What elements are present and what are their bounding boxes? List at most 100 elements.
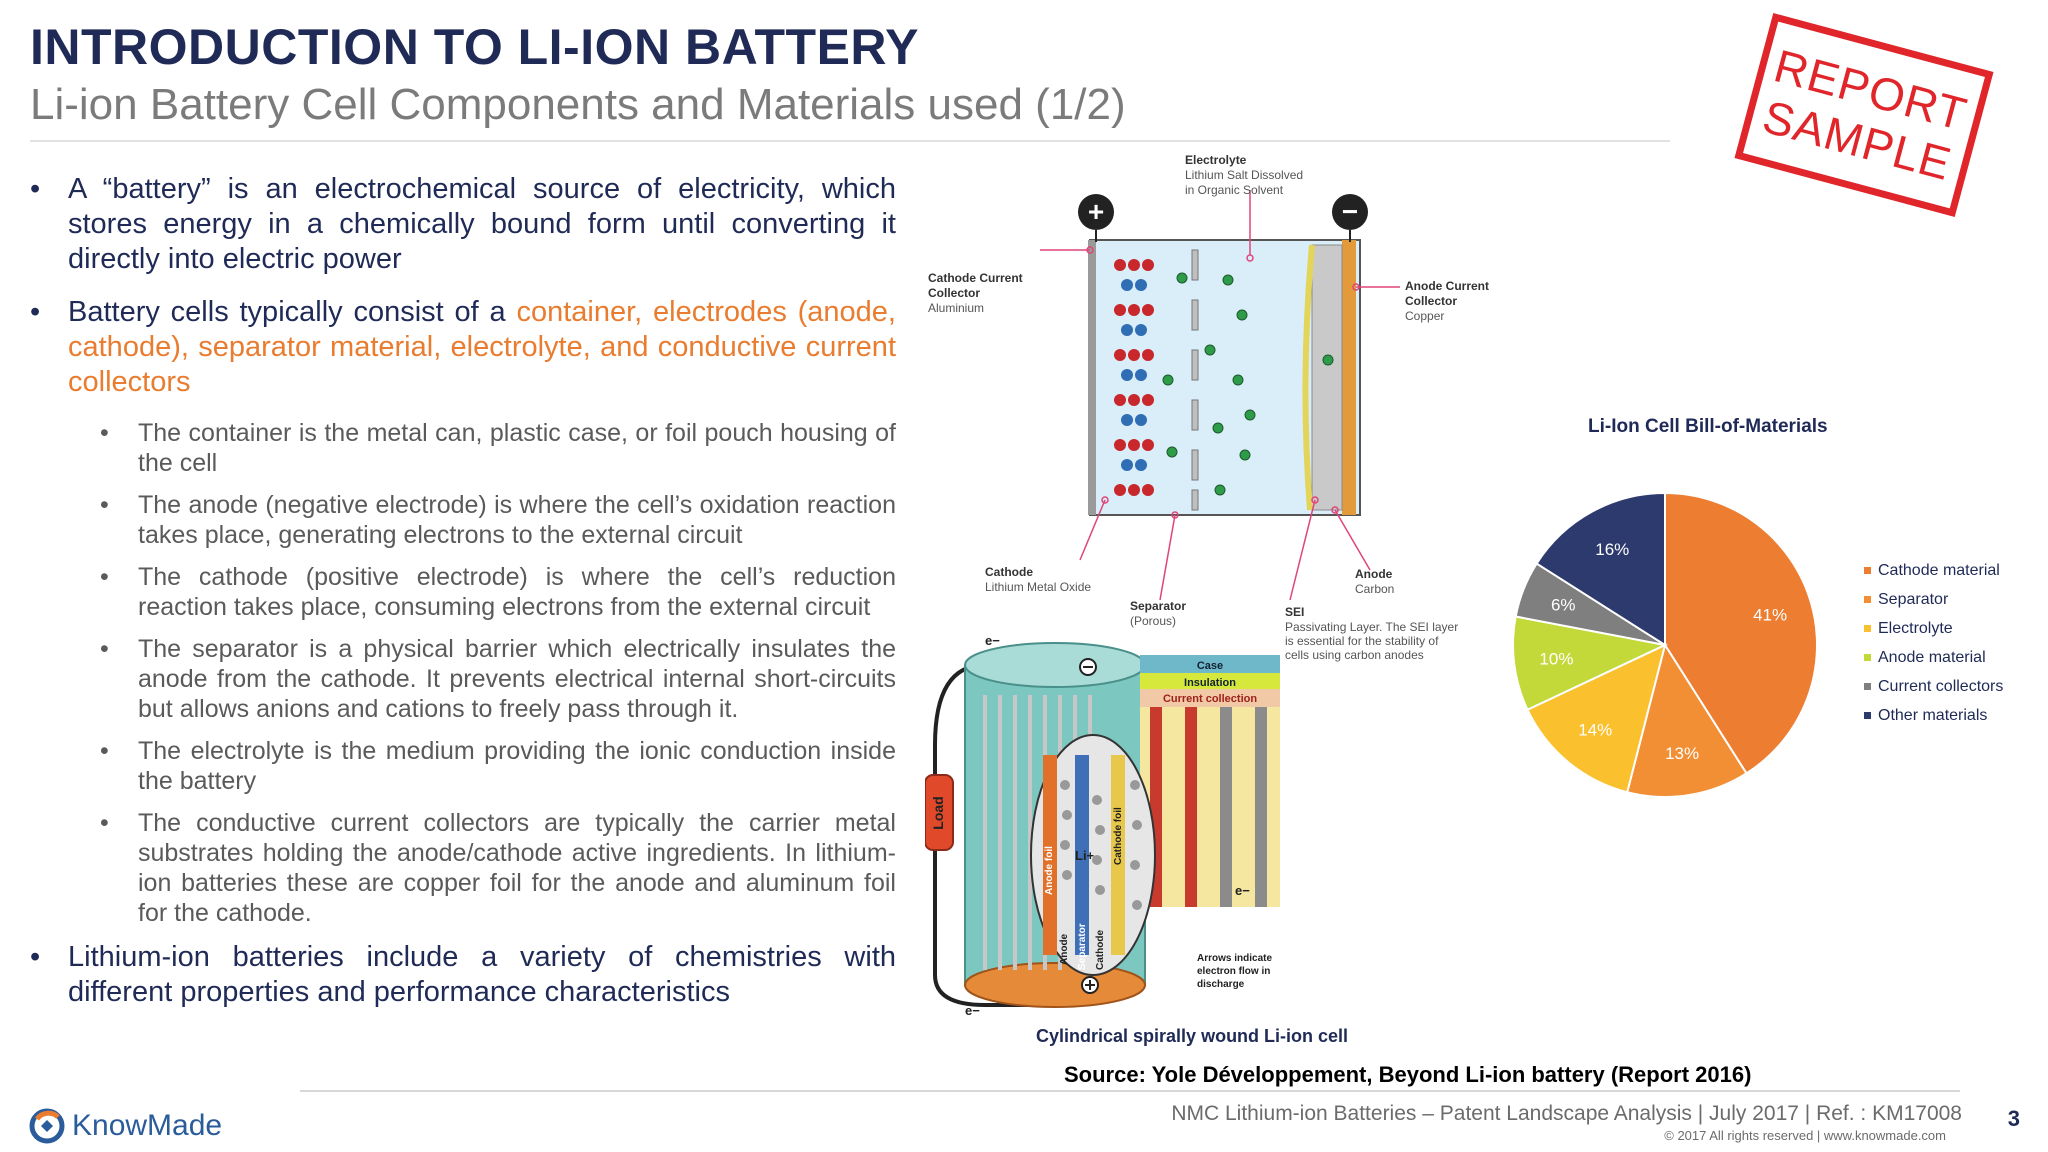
sub-bullet-dot-icon: • <box>100 808 138 928</box>
legend-label: Other materials <box>1878 707 1987 725</box>
legend-item: Separator <box>1864 585 2003 614</box>
electron-label: e− <box>1235 883 1250 898</box>
legend-swatch <box>1864 625 1871 632</box>
case-label: Case <box>1197 660 1223 672</box>
legend-swatch <box>1864 683 1871 690</box>
knowmade-logo-icon <box>28 1107 66 1145</box>
anode-foil-label: Anode foil <box>1044 846 1055 895</box>
bullet-dot-icon: • <box>30 940 68 1010</box>
pie-data-label: 16% <box>1595 540 1629 559</box>
knowmade-logo: KnowMade <box>28 1107 222 1145</box>
separator-label: Separator <box>1130 599 1186 613</box>
current-collection-label: Current collection <box>1163 693 1257 705</box>
sub-bullet-dot-icon: • <box>100 562 138 622</box>
sub-bullet-item: • The conductive current collectors are … <box>100 808 896 928</box>
anode-material: Carbon <box>1355 582 1394 596</box>
separator-label: Separator <box>1077 923 1088 970</box>
anode-label: Anode <box>1355 567 1393 581</box>
legend-item: Electrolyte <box>1864 614 2003 643</box>
copyright-text: © 2017 All rights reserved | www.knowmad… <box>1664 1128 1946 1143</box>
sub-bullet-dot-icon: • <box>100 634 138 724</box>
anode-carbon-layer <box>1312 245 1342 510</box>
anode-collector-material: Copper <box>1405 309 1444 323</box>
anode-collector-label-2: Collector <box>1405 294 1457 308</box>
sub-bullet-dot-icon: • <box>100 418 138 478</box>
sub-bullet-text: The cathode (positive electrode) is wher… <box>138 562 896 622</box>
legend-label: Current collectors <box>1878 678 2003 696</box>
sei-desc-1: Passivating Layer. The SEI layer <box>1285 620 1458 634</box>
electrolyte-desc-1: Lithium Salt Dissolved <box>1185 168 1303 182</box>
cathode-collector-label-2: Collector <box>928 286 980 300</box>
electron-label: e− <box>965 1003 980 1018</box>
pie-data-label: 13% <box>1665 744 1699 763</box>
legend-item: Current collectors <box>1864 672 2003 701</box>
cathode-label: Cathode <box>985 565 1033 579</box>
legend-swatch <box>1864 654 1871 661</box>
load-label: Load <box>930 796 946 829</box>
legend-item: Other materials <box>1864 701 2003 730</box>
sub-bullet-text: The separator is a physical barrier whic… <box>138 634 896 724</box>
title-divider <box>30 140 1670 142</box>
cell-diagram-caption: Cylindrical spirally wound Li-ion cell <box>1036 1026 1348 1047</box>
pie-data-label: 41% <box>1753 605 1787 624</box>
arrows-note-3: discharge <box>1197 979 1245 990</box>
sub-bullet-text: The conductive current collectors are ty… <box>138 808 896 928</box>
chart-legend: Cathode materialSeparatorElectrolyteAnod… <box>1864 556 2003 730</box>
cathode-material: Lithium Metal Oxide <box>985 580 1091 594</box>
bullet-text: Battery cells typically consist of a con… <box>68 295 896 400</box>
legend-swatch <box>1864 596 1871 603</box>
cathode-foil-label: Cathode foil <box>1113 807 1124 865</box>
sub-bullet-text: The electrolyte is the medium providing … <box>138 736 896 796</box>
legend-label: Separator <box>1878 591 1948 609</box>
sei-label: SEI <box>1285 605 1304 619</box>
minus-sign: − <box>1342 196 1358 227</box>
page-subtitle: Li-ion Battery Cell Components and Mater… <box>30 80 1126 130</box>
chart-title: Li-Ion Cell Bill-of-Materials <box>1588 416 1828 438</box>
sub-bullet-item: • The cathode (positive electrode) is wh… <box>100 562 896 622</box>
bullet-item: • Lithium-ion batteries include a variet… <box>30 940 896 1010</box>
page-number: 3 <box>2008 1106 2020 1132</box>
legend-label: Cathode material <box>1878 562 2000 580</box>
bullet-text: A “battery” is an electrochemical source… <box>68 172 896 277</box>
legend-swatch <box>1864 712 1871 719</box>
sub-bullet-item: • The anode (negative electrode) is wher… <box>100 490 896 550</box>
bullet-list: • A “battery” is an electrochemical sour… <box>30 172 896 1028</box>
arrows-note-2: electron flow in <box>1197 966 1270 977</box>
electrolyte-label: Electrolyte <box>1185 153 1247 167</box>
sub-bullet-text: The container is the metal can, plastic … <box>138 418 896 478</box>
pie-data-label: 10% <box>1539 650 1573 669</box>
sub-bullet-item: • The electrolyte is the medium providin… <box>100 736 896 796</box>
sub-bullet-dot-icon: • <box>100 736 138 796</box>
cutaway-electrode-stack <box>1140 707 1280 907</box>
electrolyte-desc-2: in Organic Solvent <box>1185 183 1284 197</box>
sub-bullet-item: • The separator is a physical barrier wh… <box>100 634 896 724</box>
bullet-item: • Battery cells typically consist of a c… <box>30 295 896 400</box>
li-ion-label: Li+ <box>1075 848 1095 863</box>
legend-label: Anode material <box>1878 649 1986 667</box>
insulation-label: Insulation <box>1184 677 1236 689</box>
sub-bullet-text: The anode (negative electrode) is where … <box>138 490 896 550</box>
bullet-text-prefix: Battery cells typically consist of a <box>68 296 516 328</box>
bill-of-materials-pie-chart: 41% 13% 14% 10% 6% 16% <box>1500 480 1830 810</box>
cathode-collector-material: Aluminium <box>928 301 984 315</box>
legend-item: Anode material <box>1864 643 2003 672</box>
anode-collector-label-1: Anode Current <box>1405 279 1489 293</box>
sei-desc-2: is essential for the stability of <box>1285 634 1439 648</box>
sei-desc-3: cells using carbon anodes <box>1285 648 1424 662</box>
page-title: INTRODUCTION TO LI-ION BATTERY <box>30 18 919 76</box>
bullet-dot-icon: • <box>30 295 68 400</box>
anode-current-collector <box>1342 240 1356 515</box>
report-sample-stamp: REPORT SAMPLE <box>1734 13 1993 217</box>
legend-label: Electrolyte <box>1878 620 1953 638</box>
footer-divider <box>300 1090 1960 1092</box>
legend-item: Cathode material <box>1864 556 2003 585</box>
anode-label: Anode <box>1059 933 1070 965</box>
pie-data-label: 6% <box>1551 596 1576 615</box>
plus-sign: + <box>1088 196 1104 227</box>
cathode-collector-label-1: Cathode Current <box>928 271 1023 285</box>
arrows-note-1: Arrows indicate <box>1197 953 1272 964</box>
bullet-item: • A “battery” is an electrochemical sour… <box>30 172 896 277</box>
pie-data-label: 14% <box>1578 720 1612 739</box>
logo-text: KnowMade <box>72 1109 222 1143</box>
sub-bullet-dot-icon: • <box>100 490 138 550</box>
